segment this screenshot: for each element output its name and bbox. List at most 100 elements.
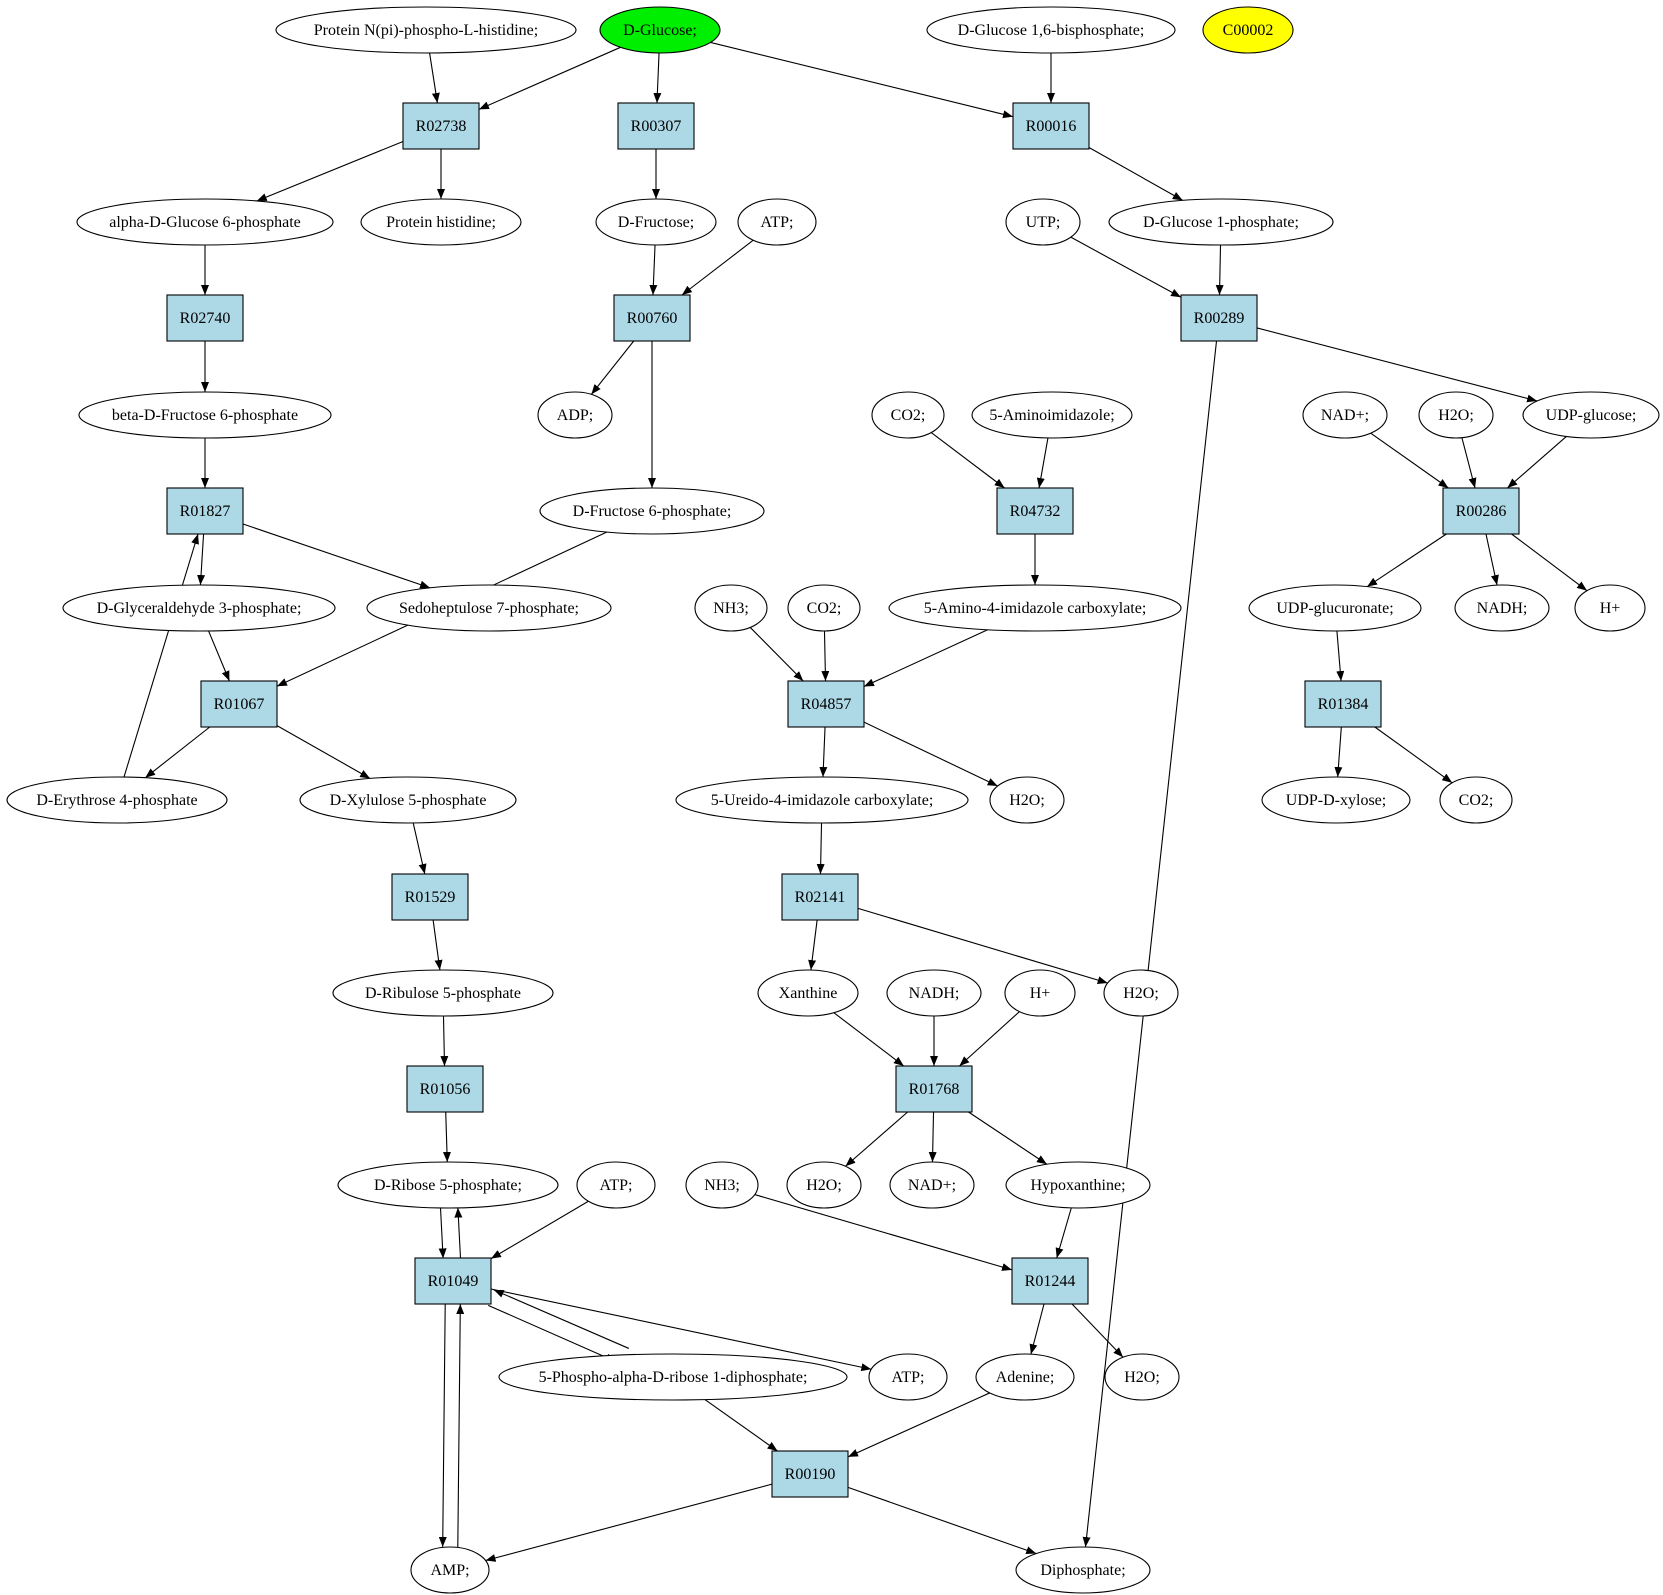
- compound-node[interactable]: NAD+;: [889, 1161, 975, 1209]
- reaction-node[interactable]: R04732: [996, 487, 1074, 535]
- compound-node[interactable]: NADH;: [886, 969, 982, 1017]
- compound-node[interactable]: AMP;: [410, 1546, 490, 1594]
- compound-node[interactable]: H2O;: [989, 776, 1065, 824]
- compound-node[interactable]: UDP-D-xylose;: [1261, 776, 1411, 824]
- reaction-node[interactable]: R01056: [406, 1065, 484, 1113]
- edge-prpp-to-R00190: [704, 1399, 778, 1452]
- reaction-node[interactable]: R00289: [1180, 294, 1258, 342]
- compound-node[interactable]: ADP;: [537, 391, 613, 439]
- compound-node[interactable]: 5-Amino-4-imidazole carboxylate;: [888, 584, 1182, 632]
- reaction-node[interactable]: R00760: [613, 294, 691, 342]
- edge-hypox-to-R01244: [1055, 1207, 1072, 1259]
- compound-ellipse: [337, 1161, 559, 1209]
- compound-node[interactable]: H2O;: [786, 1161, 862, 1209]
- compound-node[interactable]: 5-Ureido-4-imidazole carboxylate;: [675, 776, 969, 824]
- compound-ellipse: [366, 584, 612, 632]
- reaction-node[interactable]: R02141: [781, 873, 859, 921]
- compound-ellipse: [1439, 776, 1513, 824]
- reaction-node[interactable]: R01529: [391, 873, 469, 921]
- compound-node[interactable]: D-Ribulose 5-phosphate: [332, 969, 554, 1017]
- reaction-node[interactable]: R04857: [787, 680, 865, 728]
- compound-node[interactable]: UDP-glucuronate;: [1248, 584, 1422, 632]
- compound-node[interactable]: Hypoxanthine;: [1005, 1161, 1151, 1209]
- reaction-node[interactable]: R01827: [166, 487, 244, 535]
- reaction-node[interactable]: R01244: [1011, 1257, 1089, 1305]
- reaction-box: [406, 1065, 484, 1113]
- reaction-box: [1304, 680, 1382, 728]
- compound-label: H+: [1600, 600, 1621, 617]
- reaction-node[interactable]: R01384: [1304, 680, 1382, 728]
- reaction-node[interactable]: R00307: [617, 102, 695, 150]
- reaction-node[interactable]: R02738: [402, 102, 480, 150]
- compound-node[interactable]: alpha-D-Glucose 6-phosphate: [76, 198, 334, 246]
- compound-node[interactable]: Adenine;: [975, 1353, 1075, 1401]
- compound-label: Diphosphate;: [1040, 1562, 1125, 1579]
- reaction-node[interactable]: R00190: [771, 1450, 849, 1498]
- edge-prot_nphos-to-R02738: [429, 52, 440, 104]
- compound-node[interactable]: Protein histidine;: [360, 198, 522, 246]
- compound-node[interactable]: D-Ribose 5-phosphate;: [337, 1161, 559, 1209]
- compound-node[interactable]: H2O;: [1103, 969, 1179, 1017]
- compound-node[interactable]: ATP;: [868, 1353, 948, 1401]
- compound-node[interactable]: ATP;: [576, 1161, 656, 1209]
- compound-node[interactable]: NH3;: [685, 1161, 759, 1209]
- reaction-label: R00289: [1194, 310, 1245, 327]
- reaction-label: R01768: [909, 1081, 960, 1098]
- compound-node[interactable]: D-Glyceraldehyde 3-phosphate;: [62, 584, 336, 632]
- compound-label: Sedoheptulose 7-phosphate;: [399, 600, 579, 617]
- compound-ellipse: [868, 1353, 948, 1401]
- compound-node[interactable]: D-Glucose 1-phosphate;: [1108, 198, 1334, 246]
- compound-label: NADH;: [909, 985, 960, 1002]
- reaction-node[interactable]: R02740: [166, 294, 244, 342]
- compound-ellipse: [971, 391, 1133, 439]
- compound-node[interactable]: ATP;: [737, 198, 817, 246]
- reaction-node[interactable]: R01768: [895, 1065, 973, 1113]
- reaction-node[interactable]: R00016: [1012, 102, 1090, 150]
- compound-node[interactable]: H+: [1574, 584, 1646, 632]
- compound-node[interactable]: 5-Aminoimidazole;: [971, 391, 1133, 439]
- compound-node[interactable]: Xanthine: [757, 969, 859, 1017]
- compound-ellipse: [737, 198, 817, 246]
- compound-node[interactable]: D-Glucose 1,6-bisphosphate;: [926, 6, 1176, 54]
- compound-node[interactable]: D-Fructose;: [595, 198, 717, 246]
- compound-ellipse: [889, 1161, 975, 1209]
- reaction-box: [1180, 294, 1258, 342]
- compound-node[interactable]: CO2;: [1439, 776, 1513, 824]
- compound-ellipse: [1574, 584, 1646, 632]
- compound-ellipse: [539, 487, 765, 535]
- compound-node[interactable]: C00002: [1202, 6, 1294, 54]
- compound-node[interactable]: D-Erythrose 4-phosphate: [6, 776, 228, 824]
- nodes-layer: Protein N(pi)-phospho-L-histidine; D-Gluc…: [6, 6, 1660, 1594]
- compound-node[interactable]: NAD+;: [1302, 391, 1388, 439]
- compound-node[interactable]: 5-Phospho-alpha-D-ribose 1-diphosphate;: [498, 1353, 848, 1401]
- compound-label: D-Fructose 6-phosphate;: [573, 503, 732, 520]
- compound-label: Protein N(pi)-phospho-L-histidine;: [314, 22, 538, 39]
- compound-label: D-Glyceraldehyde 3-phosphate;: [97, 600, 302, 617]
- compound-node[interactable]: Sedoheptulose 7-phosphate;: [366, 584, 612, 632]
- compound-node[interactable]: UDP-glucose;: [1522, 391, 1660, 439]
- compound-label: D-Glucose;: [623, 22, 697, 39]
- compound-node[interactable]: NH3;: [694, 584, 768, 632]
- compound-node[interactable]: CO2;: [871, 391, 945, 439]
- compound-node[interactable]: D-Xylulose 5-phosphate: [299, 776, 517, 824]
- compound-ellipse: [694, 584, 768, 632]
- reaction-node[interactable]: R00286: [1442, 487, 1520, 535]
- compound-node[interactable]: D-Glucose;: [599, 6, 721, 54]
- compound-label: ATP;: [600, 1177, 633, 1194]
- compound-node[interactable]: D-Fructose 6-phosphate;: [539, 487, 765, 535]
- compound-label: H2O;: [1123, 985, 1159, 1002]
- reaction-node[interactable]: R01067: [200, 680, 278, 728]
- compound-node[interactable]: CO2;: [787, 584, 861, 632]
- compound-node[interactable]: Diphosphate;: [1015, 1546, 1151, 1594]
- compound-node[interactable]: H2O;: [1104, 1353, 1180, 1401]
- compound-node[interactable]: H2O;: [1418, 391, 1494, 439]
- edge-dfructose-to-R00760: [649, 244, 658, 296]
- edge-R04857-to-uic: [819, 726, 828, 778]
- compound-node[interactable]: H+: [1004, 969, 1076, 1017]
- reaction-node[interactable]: R01049: [414, 1257, 492, 1305]
- compound-node[interactable]: UTP;: [1005, 198, 1081, 246]
- compound-node[interactable]: beta-D-Fructose 6-phosphate: [78, 391, 332, 439]
- compound-node[interactable]: Protein N(pi)-phospho-L-histidine;: [275, 6, 577, 54]
- compound-node[interactable]: NADH;: [1454, 584, 1550, 632]
- compound-label: H+: [1030, 985, 1051, 1002]
